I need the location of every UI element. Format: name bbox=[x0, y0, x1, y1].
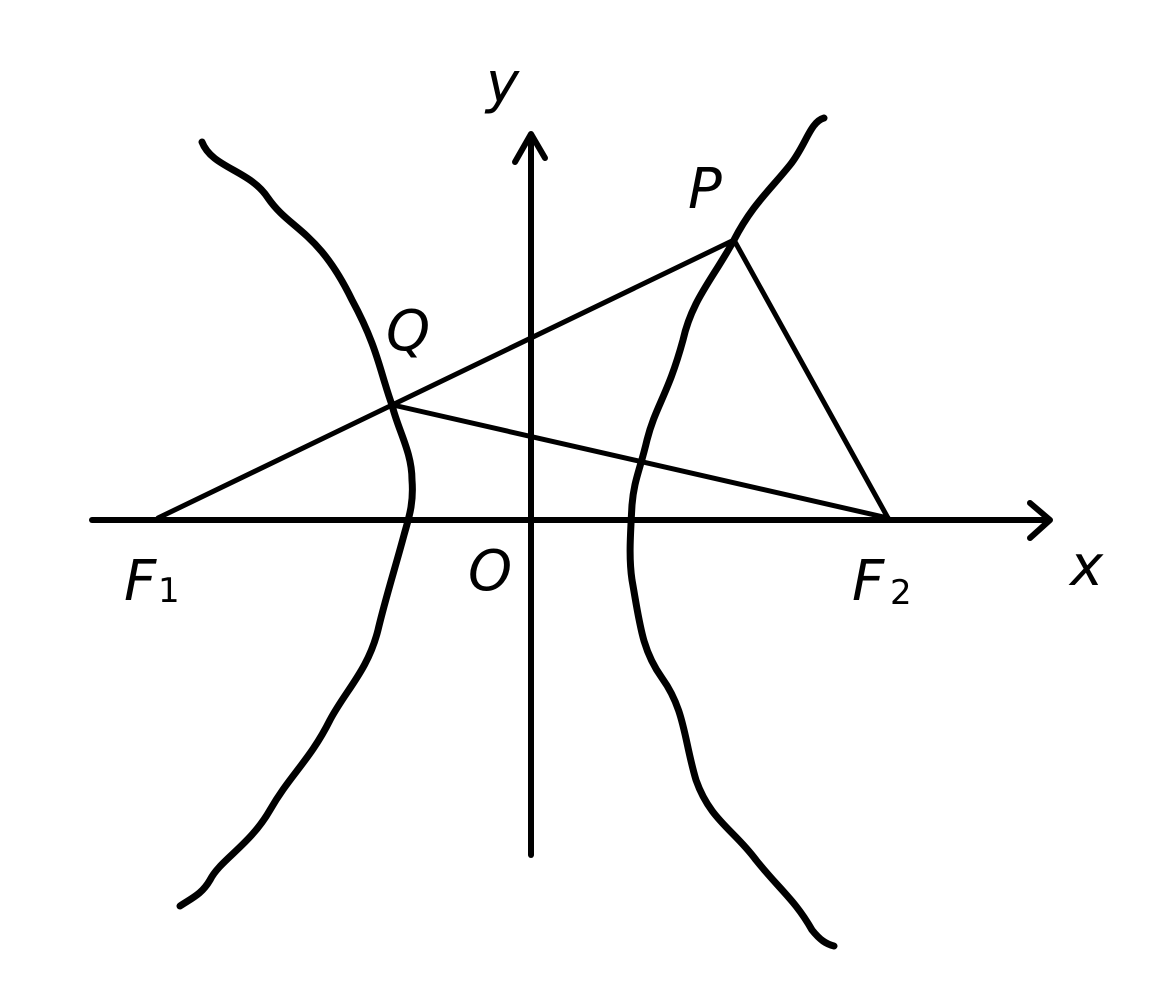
svg-text:1: 1 bbox=[158, 571, 180, 611]
segment-p-f2 bbox=[731, 237, 891, 521]
left-hyperbola-branch bbox=[176, 138, 416, 910]
svg-text:F: F bbox=[124, 549, 157, 614]
svg-text:F: F bbox=[852, 549, 885, 614]
x-axis-arrowhead bbox=[1027, 500, 1053, 541]
x-axis bbox=[89, 500, 1053, 541]
point-q-label: Q bbox=[386, 299, 430, 364]
segment-q-f2 bbox=[390, 402, 891, 521]
y-axis-arrowhead bbox=[512, 131, 548, 165]
point-p-label: P bbox=[688, 157, 722, 222]
focus-f1-label: F 1 bbox=[124, 549, 180, 614]
y-axis bbox=[512, 131, 548, 858]
x-axis-label: x bbox=[1068, 534, 1104, 599]
svg-text:2: 2 bbox=[890, 573, 912, 613]
segment-f1-p bbox=[155, 237, 737, 521]
origin-label: O bbox=[468, 539, 512, 604]
y-axis-label: y bbox=[484, 51, 520, 116]
focus-f2-label: F 2 bbox=[852, 549, 912, 614]
